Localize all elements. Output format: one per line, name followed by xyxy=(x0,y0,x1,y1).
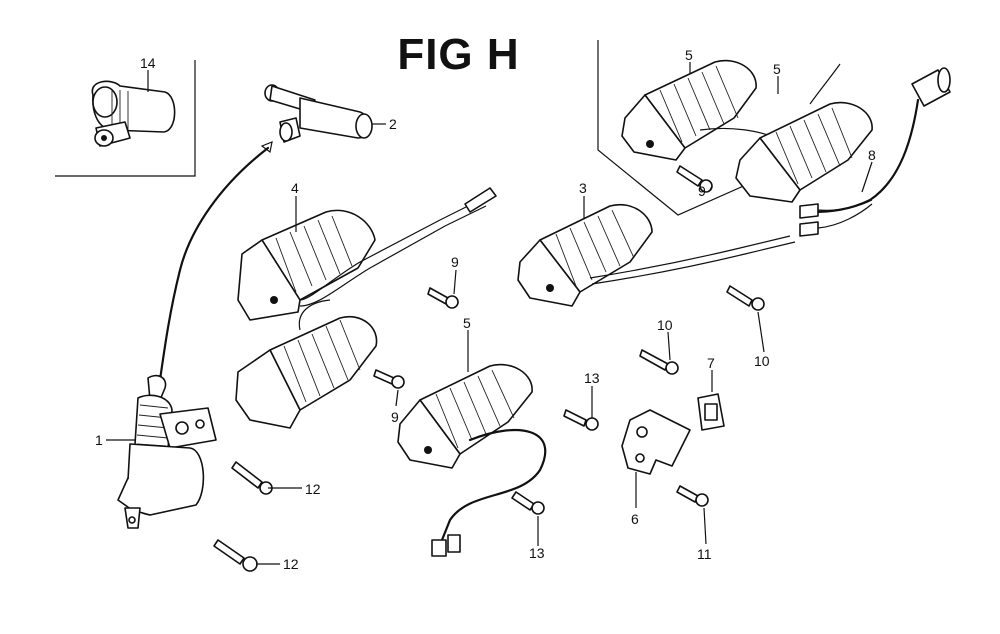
callout-labels: 14 2 5 5 8 9 4 3 9 10 10 5 7 13 9 1 12 6… xyxy=(95,47,876,572)
callout-5-center: 5 xyxy=(463,315,471,331)
bolt-part-12-upper xyxy=(231,461,273,495)
bolt-part-9-upper xyxy=(427,287,459,309)
bolt-part-9-lower xyxy=(373,369,405,389)
charge-coil-part-3 xyxy=(517,203,796,307)
callout-12-upper: 12 xyxy=(305,481,321,497)
callout-5-inset-top: 5 xyxy=(685,47,693,63)
lead-end-terminal xyxy=(260,141,273,154)
callout-2: 2 xyxy=(389,116,397,132)
charge-coil-part-4 xyxy=(237,187,497,321)
callout-14: 14 xyxy=(140,55,156,71)
bolt-part-10-right xyxy=(726,285,765,311)
clip-part-7 xyxy=(697,393,725,431)
callout-12-lower: 12 xyxy=(283,556,299,572)
callout-3: 3 xyxy=(579,180,587,196)
callout-10-left: 10 xyxy=(657,317,673,333)
callout-11: 11 xyxy=(697,546,712,562)
bolt-part-13-lower xyxy=(511,491,545,515)
callout-8: 8 xyxy=(868,147,876,163)
callout-7: 7 xyxy=(707,355,715,371)
callout-9-inset: 9 xyxy=(698,183,706,199)
callout-4: 4 xyxy=(291,180,299,196)
callout-9-upper: 9 xyxy=(451,254,459,270)
bracket-part-6 xyxy=(621,409,691,475)
callout-5-inset-right: 5 xyxy=(773,61,781,77)
bolt-part-12-lower xyxy=(213,539,258,572)
charge-coil-part-5-center xyxy=(397,363,547,557)
exciter-coil-lower-left xyxy=(235,299,378,429)
charge-coil-part-5-inset-right xyxy=(735,63,873,203)
ignition-coil-part-1 xyxy=(117,374,217,529)
bolt-part-10-left xyxy=(639,349,679,375)
plug-cap-part-14 xyxy=(91,80,176,147)
bolt-part-13-upper xyxy=(563,409,599,431)
bolt-part-9-inset xyxy=(676,165,713,193)
callout-13-upper: 13 xyxy=(584,370,600,386)
figure-title: FIG H xyxy=(397,30,520,79)
high-tension-lead xyxy=(158,146,270,382)
inset-border-left xyxy=(55,60,196,177)
callout-10-right: 10 xyxy=(754,353,770,369)
wire-harness-part-8 xyxy=(799,67,951,237)
plug-cap-part-2 xyxy=(264,84,373,143)
callout-13-lower: 13 xyxy=(529,545,545,561)
leader-lines xyxy=(106,62,873,565)
callout-9-lower: 9 xyxy=(391,409,399,425)
charge-coil-part-5-inset-top xyxy=(621,59,781,161)
bolt-part-11 xyxy=(676,485,709,507)
callout-1: 1 xyxy=(95,432,103,448)
callout-6: 6 xyxy=(631,511,639,527)
